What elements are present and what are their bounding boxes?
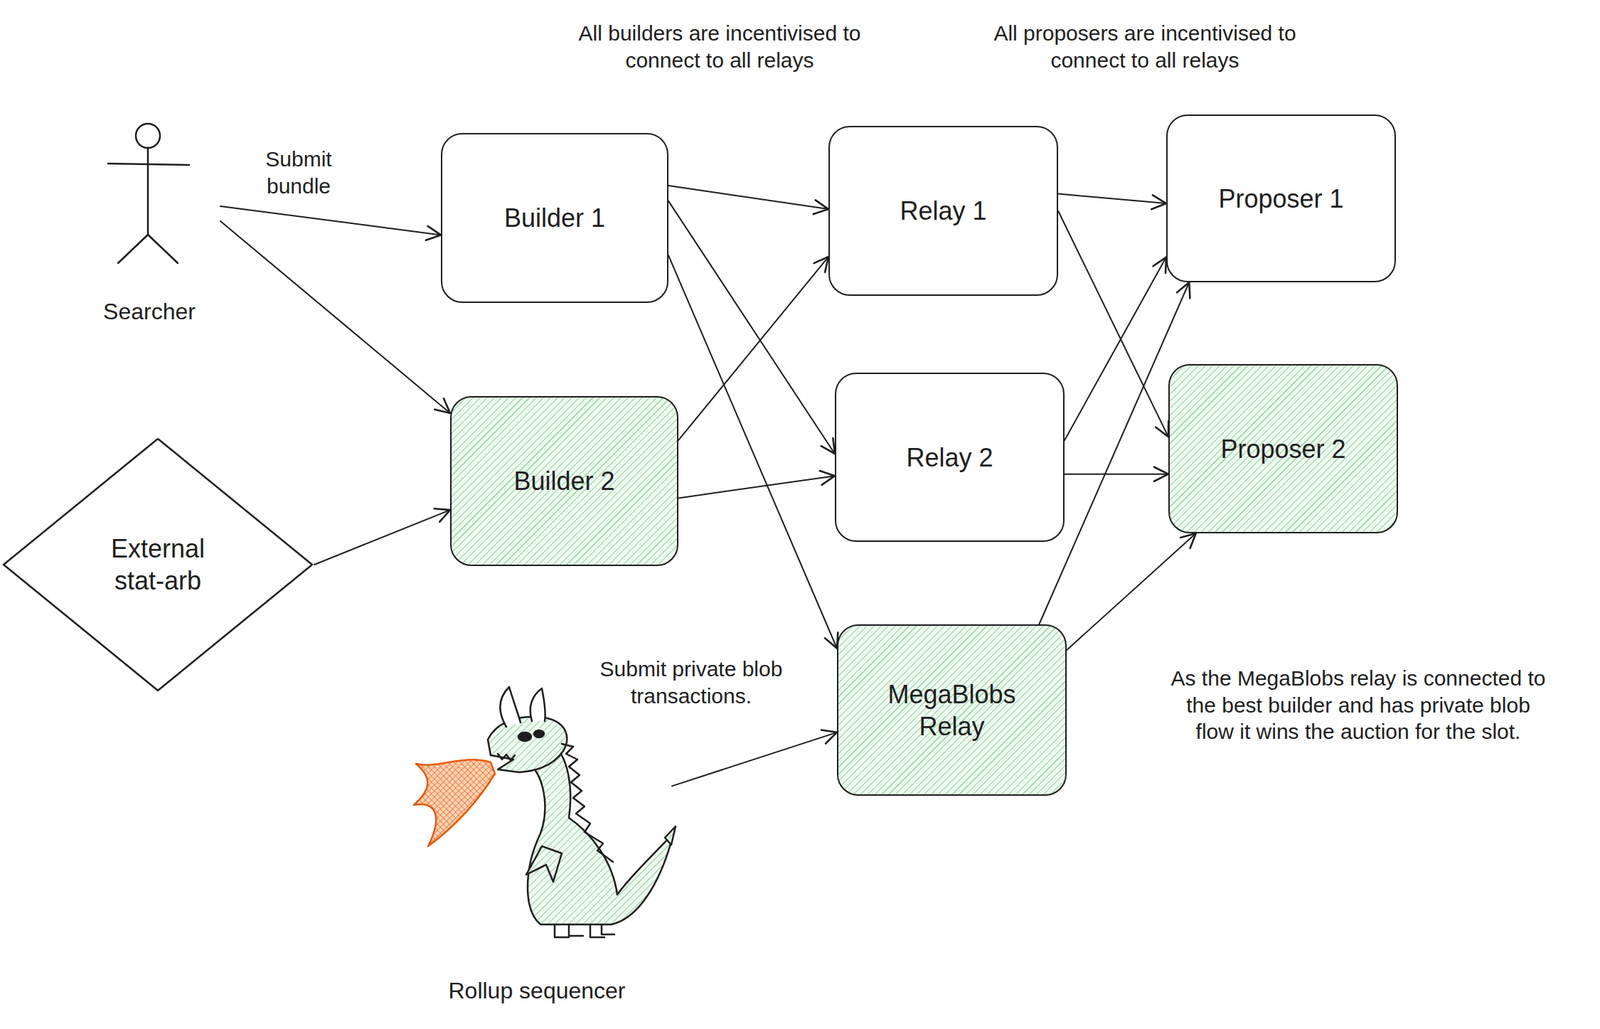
node-label: Builder 1 [504, 201, 606, 234]
stick-figure [108, 123, 190, 264]
flow-arrow [1058, 194, 1167, 204]
edge-label: Submit bundle [245, 145, 352, 200]
flow-arrow [672, 732, 837, 787]
decision-diamond: External stat-arb [1, 436, 315, 693]
process-box: Builder 2 [450, 396, 679, 567]
node-label: Proposer 2 [1220, 433, 1346, 466]
flow-arrow [220, 206, 441, 235]
flow-arrow [1064, 473, 1169, 476]
process-box: MegaBlobs Relay [836, 624, 1067, 796]
flow-arrow [668, 185, 829, 210]
actor-figure: Searcher [78, 120, 221, 335]
process-box: Proposer 1 [1166, 114, 1396, 283]
annotation-note: All builders are incentivised to connect… [552, 19, 887, 74]
node-label: Relay 1 [899, 194, 987, 227]
flow-arrow [1064, 257, 1167, 441]
process-box: Relay 2 [834, 372, 1065, 542]
node-label: Builder 2 [513, 465, 615, 498]
flow-arrow [668, 201, 835, 455]
node-label: MegaBlobs Relay [873, 678, 1031, 743]
flow-arrow [314, 509, 451, 565]
flow-arrow [1058, 211, 1169, 438]
figure-label: Rollup sequencer [448, 976, 626, 1005]
process-box: Relay 1 [828, 125, 1059, 296]
process-box: Proposer 2 [1168, 364, 1399, 534]
figure-label: Searcher [103, 297, 196, 326]
diamond-outline [1, 436, 315, 693]
flow-arrow [668, 255, 837, 649]
flow-arrow [678, 475, 835, 498]
process-box: Builder 1 [440, 132, 669, 303]
flow-arrow [1066, 533, 1197, 650]
diamond-outline [3, 438, 313, 691]
annotation-note: As the MegaBlobs relay is connected to t… [1166, 664, 1551, 746]
node-label: External stat-arb [83, 532, 233, 597]
annotation-note: All proposers are incentivised to connec… [977, 19, 1312, 74]
dragon-figure: Rollup sequencer [401, 679, 672, 1014]
node-label: Proposer 1 [1218, 182, 1344, 215]
flow-arrow [678, 256, 829, 441]
flow-arrow [220, 221, 451, 414]
dragon-illustration [413, 686, 676, 938]
edge-label: Submit private blob transactions. [584, 655, 798, 709]
node-label: Relay 2 [905, 441, 993, 474]
